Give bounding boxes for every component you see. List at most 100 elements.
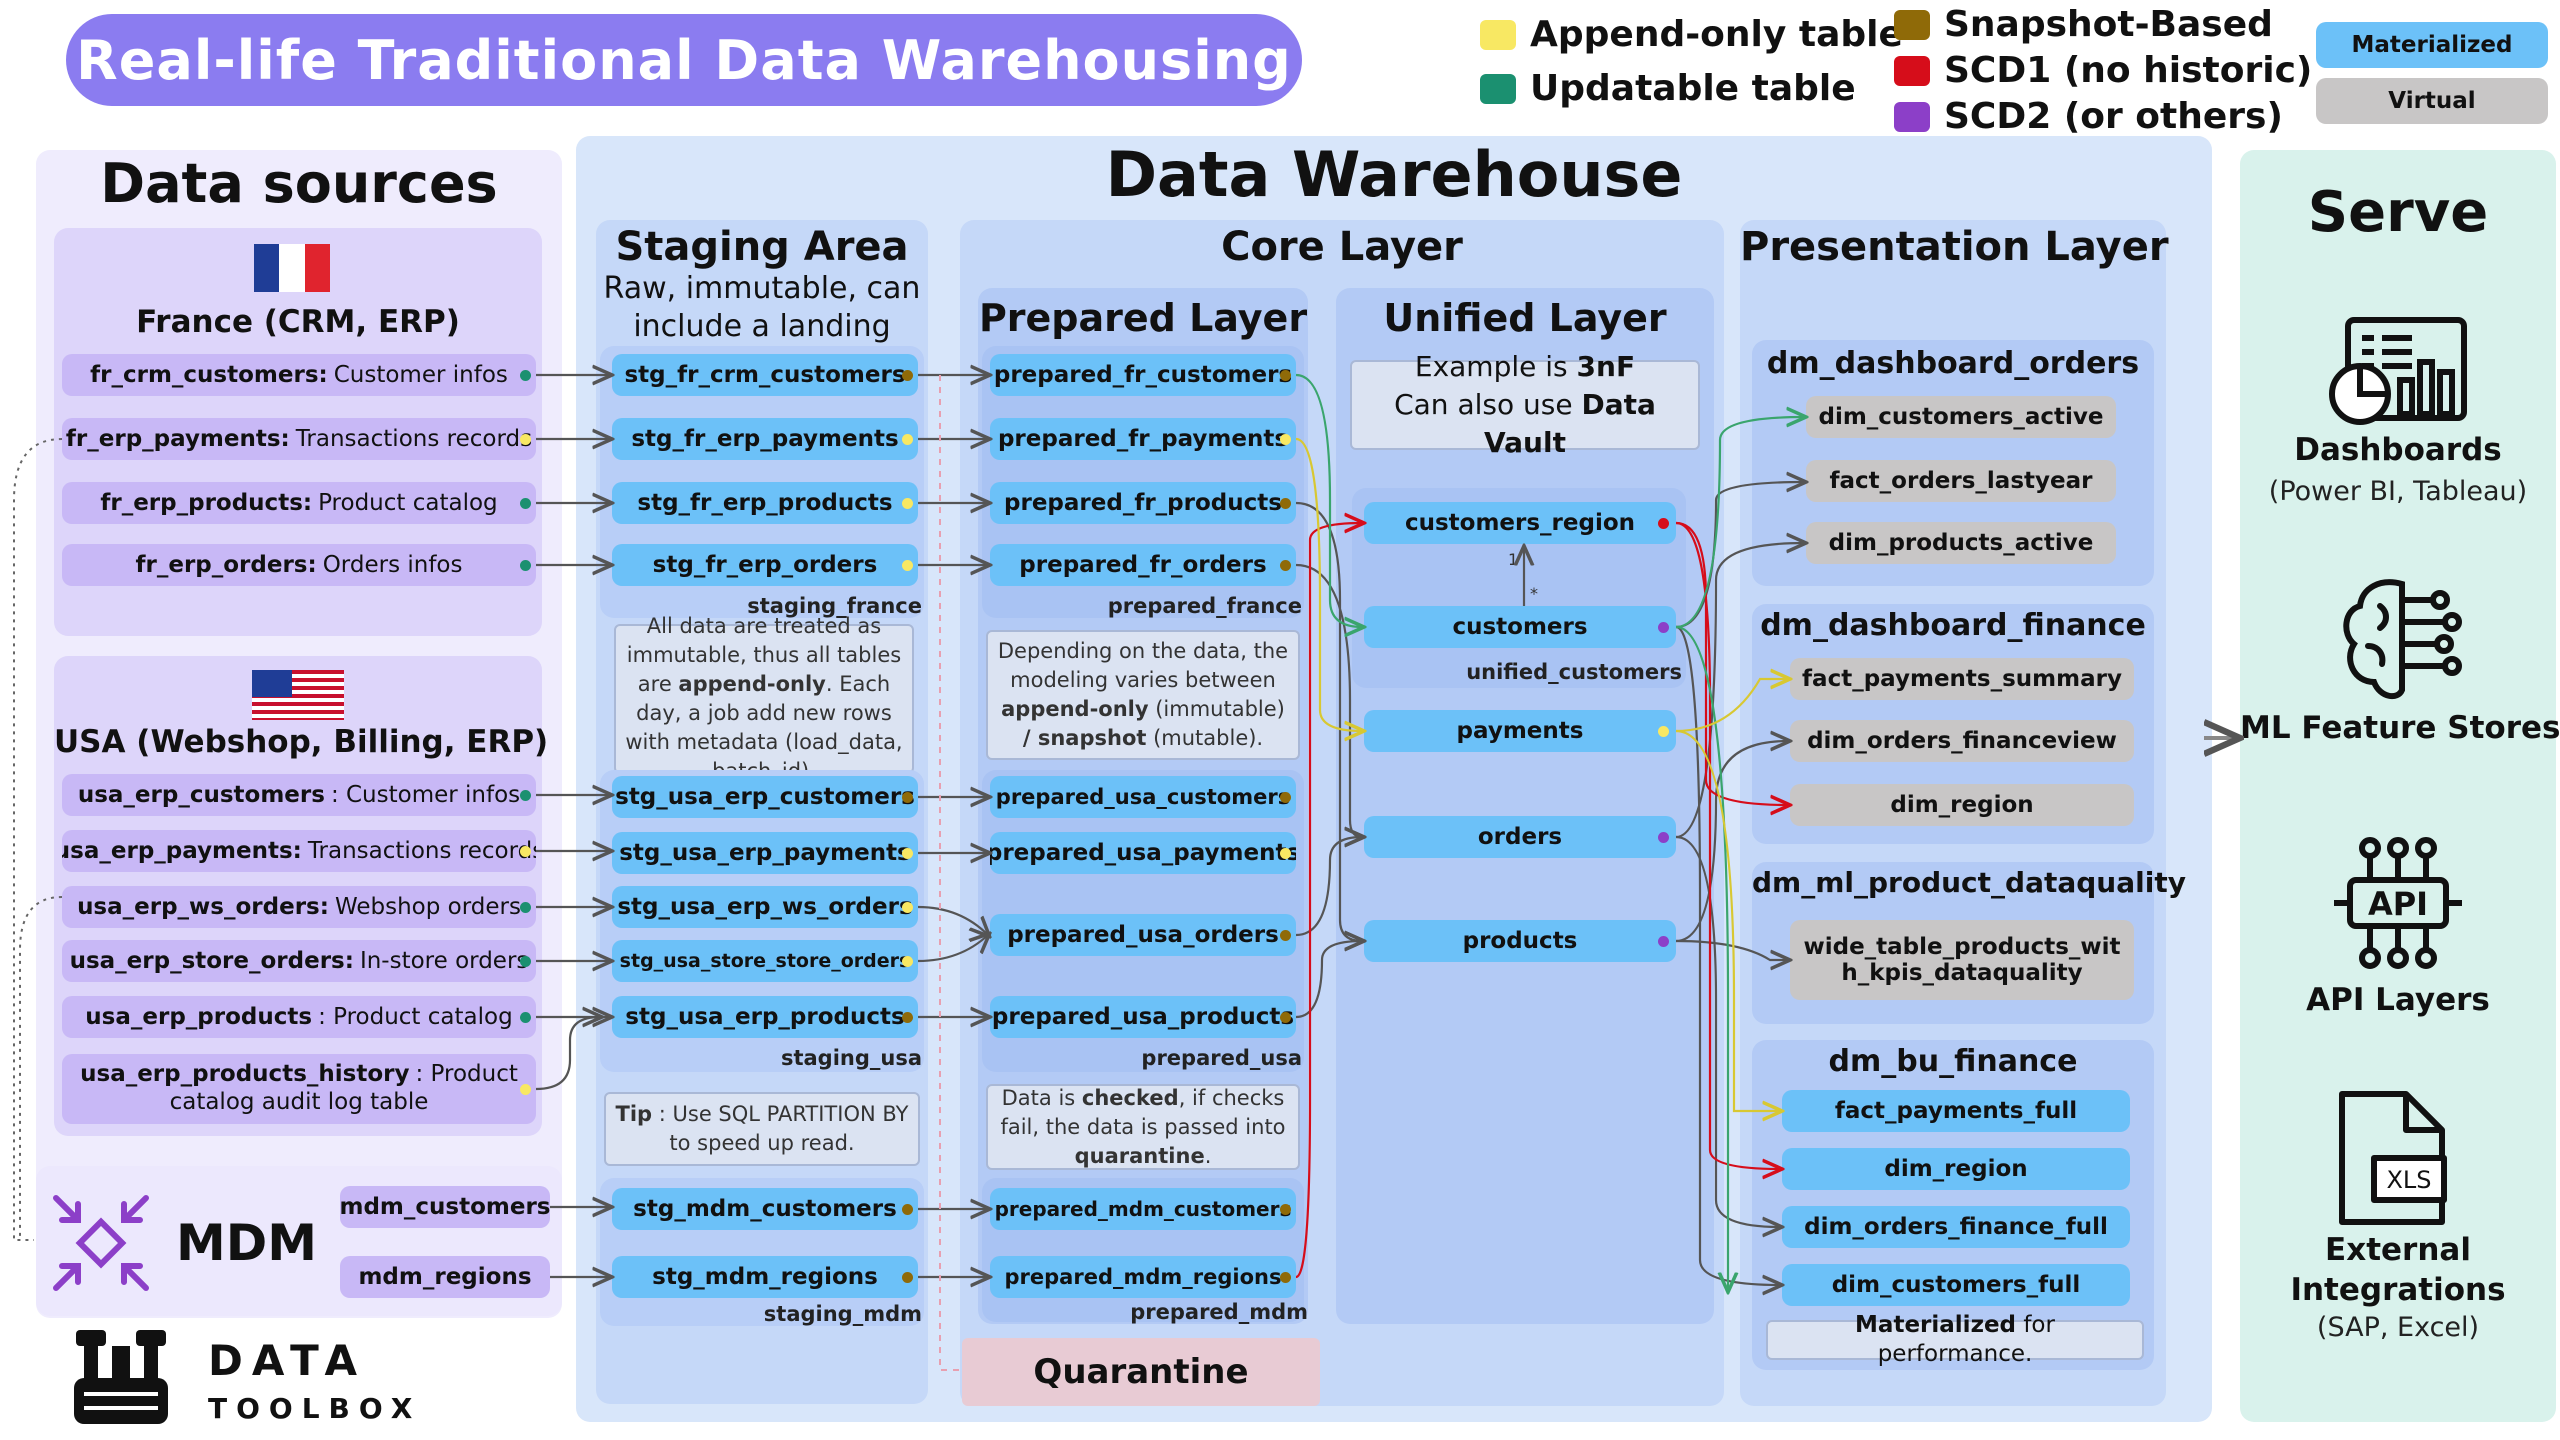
prepared-mdm-label: prepared_mdm — [1130, 1300, 1308, 1324]
dm-dashboard-orders-title: dm_dashboard_orders — [1766, 346, 2140, 381]
prepared-mdm-regions[interactable]: prepared_mdm_regions — [990, 1256, 1296, 1298]
prepared-usa-products[interactable]: prepared_usa_products — [990, 996, 1296, 1038]
status-dot-append-only — [520, 1084, 531, 1095]
brand-line2: TOOLBOX — [208, 1392, 422, 1425]
stg-fr-crm-customers[interactable]: stg_fr_crm_customers — [612, 354, 918, 396]
fact-payments-summary[interactable]: fact_payments_summary — [1790, 658, 2134, 700]
serve-external-title2: Integrations — [2290, 1272, 2506, 1308]
swatch — [1480, 19, 1516, 50]
usa-title: USA (Webshop, Billing, ERP) — [54, 724, 549, 760]
xls-file-icon[interactable]: XLS — [2334, 1090, 2450, 1226]
swatch — [1480, 73, 1516, 104]
relation-one: 1 — [1508, 550, 1519, 569]
page-title: Real-life Traditional Data Warehousing — [66, 14, 1302, 106]
france-flag-icon — [254, 244, 330, 292]
source-fr-erp-payments[interactable]: fr_erp_payments:Transactions records — [62, 418, 536, 460]
source-fr-erp-products[interactable]: fr_erp_products:Product catalog — [62, 482, 536, 524]
prepared-fr-products[interactable]: prepared_fr_products — [990, 482, 1296, 524]
status-dot-updatable — [520, 790, 531, 801]
legend-updatable: Updatable table — [1480, 68, 1856, 109]
unified-customers[interactable]: customers — [1364, 606, 1676, 648]
legend-scd1: SCD1 (no historic) — [1894, 50, 2312, 91]
swatch — [1894, 9, 1930, 40]
core-layer-title: Core Layer — [1221, 224, 1463, 270]
source-usa-erp-payments[interactable]: usa_erp_payments:Transactions records — [62, 830, 536, 872]
wide-table-products-with-kpis-dataquality[interactable]: wide_table_products_with_kpis_dataqualit… — [1790, 920, 2134, 1000]
stg-usa-store-store-orders[interactable]: stg_usa_store_store_orders — [612, 940, 918, 982]
serve-panel — [2240, 150, 2556, 1422]
stg-fr-erp-payments[interactable]: stg_fr_erp_payments — [612, 418, 918, 460]
dim-products-active[interactable]: dim_products_active — [1806, 522, 2116, 564]
dim-orders-financeview[interactable]: dim_orders_financeview — [1790, 720, 2134, 762]
source-usa-erp-store-orders[interactable]: usa_erp_store_orders:In-store orders — [62, 940, 536, 982]
data-sources-title: Data sources — [100, 152, 498, 215]
source-usa-erp-products[interactable]: usa_erp_products: Product catalog — [62, 996, 536, 1038]
dim-orders-finance-full[interactable]: dim_orders_finance_full — [1782, 1206, 2130, 1248]
status-dot-append-only — [1280, 848, 1291, 859]
prepared-usa-label: prepared_usa — [1141, 1046, 1302, 1070]
stg-usa-erp-products[interactable]: stg_usa_erp_products — [612, 996, 918, 1038]
prepared-fr-customers[interactable]: prepared_fr_customers — [990, 354, 1296, 396]
status-dot-append-only — [1658, 726, 1669, 737]
legend-append-only: Append-only table — [1480, 14, 1903, 55]
unified-payments[interactable]: payments — [1364, 710, 1676, 752]
dashboard-icon[interactable] — [2326, 316, 2470, 426]
serve-dashboards-sub: (Power BI, Tableau) — [2268, 476, 2528, 507]
staging-usa-label: staging_usa — [780, 1046, 922, 1070]
usa-flag-icon — [252, 670, 344, 720]
brain-circuit-icon[interactable] — [2340, 576, 2466, 706]
status-dot-scd2 — [1658, 622, 1669, 633]
serve-api-title: API Layers — [2306, 982, 2490, 1018]
status-dot-snapshot — [902, 1012, 913, 1023]
prepared-fr-payments[interactable]: prepared_fr_payments — [990, 418, 1296, 460]
source-fr-erp-orders[interactable]: fr_erp_orders:Orders infos — [62, 544, 536, 586]
status-dot-append-only — [1280, 434, 1291, 445]
source-usa-erp-customers[interactable]: usa_erp_customers: Customer infos — [62, 774, 536, 816]
fact-payments-full[interactable]: fact_payments_full — [1782, 1090, 2130, 1132]
prepared-usa-orders[interactable]: prepared_usa_orders — [990, 914, 1296, 956]
status-dot-snapshot — [1280, 792, 1291, 803]
fact-orders-lastyear[interactable]: fact_orders_lastyear — [1806, 460, 2116, 502]
status-dot-snapshot — [902, 1272, 913, 1283]
status-dot-snapshot — [1280, 498, 1291, 509]
data-warehouse-title: Data Warehouse — [1105, 138, 1683, 211]
materialized-note: Materialized for performance. — [1766, 1312, 2144, 1367]
prepared-usa-customers[interactable]: prepared_usa_customers — [990, 776, 1296, 818]
status-dot-snapshot — [902, 792, 913, 803]
dim-region-bu[interactable]: dim_region — [1782, 1148, 2130, 1190]
status-dot-append-only — [520, 846, 531, 857]
quarantine-box: Quarantine — [962, 1338, 1320, 1406]
stg-fr-erp-products[interactable]: stg_fr_erp_products — [612, 482, 918, 524]
source-usa-erp-ws-orders[interactable]: usa_erp_ws_orders:Webshop orders — [62, 886, 536, 928]
unified-panel — [1336, 288, 1714, 1324]
api-icon[interactable]: API — [2330, 836, 2466, 972]
source-usa-erp-products-history[interactable]: usa_erp_products_history: Product catalo… — [62, 1054, 536, 1124]
stg-usa-erp-ws-orders[interactable]: stg_usa_erp_ws_orders — [612, 886, 918, 928]
unified-customers-region[interactable]: customers_region — [1364, 502, 1676, 544]
source-fr-crm-customers[interactable]: fr_crm_customers:Customer infos — [62, 354, 536, 396]
dim-region-finance[interactable]: dim_region — [1790, 784, 2134, 826]
stg-mdm-regions[interactable]: stg_mdm_regions — [612, 1256, 918, 1298]
stg-usa-erp-payments[interactable]: stg_usa_erp_payments — [612, 832, 918, 874]
source-mdm-regions[interactable]: mdm_regions — [340, 1256, 550, 1298]
status-dot-updatable — [520, 1012, 531, 1023]
unified-products[interactable]: products — [1364, 920, 1676, 962]
dim-customers-active[interactable]: dim_customers_active — [1806, 396, 2116, 438]
legend-virtual: Virtual — [2316, 78, 2548, 124]
prepared-fr-orders[interactable]: prepared_fr_orders — [990, 544, 1296, 586]
dim-customers-full[interactable]: dim_customers_full — [1782, 1264, 2130, 1306]
prepared-usa-payments[interactable]: prepared_usa_payments — [990, 832, 1296, 874]
mdm-title: MDM — [176, 1214, 318, 1272]
stg-usa-erp-customers[interactable]: stg_usa_erp_customers — [612, 776, 918, 818]
prepared-mdm-customers[interactable]: prepared_mdm_customers — [990, 1188, 1296, 1230]
staging-title: Staging Area — [615, 224, 909, 270]
stg-fr-erp-orders[interactable]: stg_fr_erp_orders — [612, 544, 918, 586]
stg-mdm-customers[interactable]: stg_mdm_customers — [612, 1188, 918, 1230]
status-dot-updatable — [520, 370, 531, 381]
unified-orders[interactable]: orders — [1364, 816, 1676, 858]
svg-text:XLS: XLS — [2386, 1166, 2431, 1194]
svg-text:API: API — [2368, 885, 2428, 923]
source-mdm-customers[interactable]: mdm_customers — [340, 1186, 550, 1228]
staging-france-label: staging_france — [747, 594, 922, 618]
